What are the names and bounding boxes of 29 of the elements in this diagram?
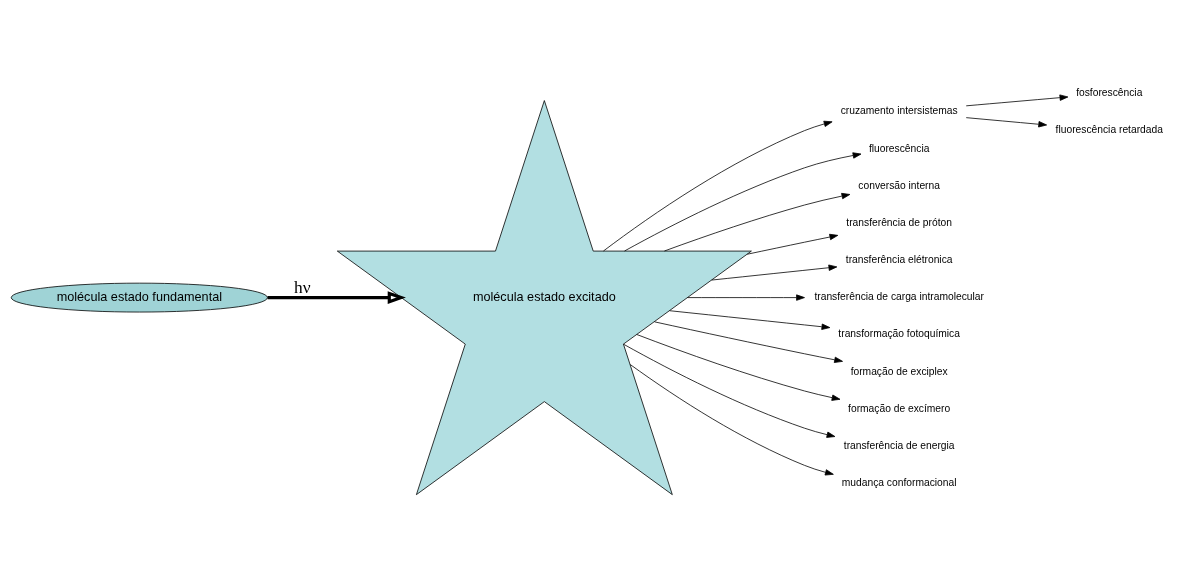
node-text: mudança conformacional [841, 477, 957, 489]
arrow [624, 152, 862, 252]
arrow [965, 94, 1069, 107]
arrow [711, 264, 838, 281]
edge-label: hν [294, 276, 311, 297]
node-text: fluorescência [868, 142, 930, 154]
arrow [654, 321, 843, 363]
arrow [664, 192, 851, 252]
arrow [267, 291, 406, 304]
node-text: transformação fotoquímica [838, 328, 960, 340]
arrow [669, 310, 831, 330]
node-text: transferência de carga intramolecular [814, 291, 984, 303]
arrow [687, 294, 805, 301]
arrow [623, 343, 836, 438]
arrow [965, 117, 1048, 128]
node-text: conversão interna [858, 179, 940, 191]
node-text: cruzamento intersistemas [840, 105, 958, 117]
arrow [603, 120, 833, 252]
node-text: formação de exciplex [850, 365, 948, 377]
arrow [636, 334, 841, 401]
node-text: formação de excímero [848, 402, 951, 414]
arrow [746, 233, 839, 255]
node-text: fosforescência [1076, 87, 1143, 99]
node-text: transferência de energia [843, 440, 955, 452]
node-text: transferência elétronica [845, 254, 953, 266]
arrow [629, 364, 834, 476]
node-text: fluorescência retardada [1055, 124, 1163, 136]
node-ellipse: molécula estado fundamental [10, 282, 268, 313]
node-text: transferência de próton [846, 216, 952, 228]
